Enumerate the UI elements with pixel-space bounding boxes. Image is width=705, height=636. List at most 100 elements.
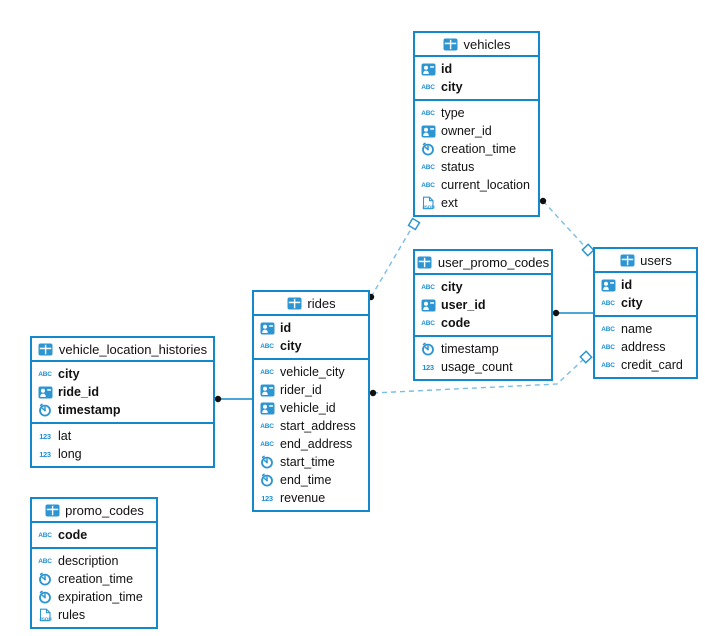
- table-header[interactable]: users: [595, 249, 696, 273]
- string-type-icon: ABC: [38, 557, 52, 565]
- table-header[interactable]: promo_codes: [32, 499, 156, 523]
- column-label: ride_id: [58, 385, 99, 399]
- column-label: code: [441, 316, 471, 330]
- relationship-line-user_promo_codes-to-users[interactable]: [552, 309, 593, 317]
- relationship-line-vehicle_location_histories-to-rides[interactable]: [214, 395, 252, 403]
- column-label: timestamp: [441, 342, 499, 356]
- column-label: id: [280, 321, 292, 335]
- timestamp-type-icon: [37, 590, 53, 604]
- column-label: current_location: [441, 178, 530, 192]
- column-row[interactable]: rider_id: [254, 381, 368, 399]
- column-label: lat: [58, 429, 72, 443]
- column-row[interactable]: timestamp: [32, 401, 213, 419]
- column-label: vehicle_city: [280, 365, 345, 379]
- cardinality-dot-marker: [552, 309, 560, 317]
- column-label: expiration_time: [58, 590, 143, 604]
- cardinality-square-marker: [581, 243, 595, 257]
- column-row[interactable]: creation_time: [32, 570, 156, 588]
- column-row[interactable]: id: [595, 276, 696, 294]
- column-row[interactable]: ABC vehicle_city: [254, 363, 368, 381]
- relationship-line-rides-to-users[interactable]: [369, 350, 593, 397]
- id-type-icon: [259, 383, 275, 397]
- relationship-line-rides-to-vehicles[interactable]: [367, 217, 421, 301]
- column-label: city: [621, 296, 643, 310]
- column-label: code: [58, 528, 88, 542]
- timestamp-type-icon: [259, 455, 275, 469]
- column-row[interactable]: id: [254, 319, 368, 337]
- timestamp-type-icon: [37, 572, 53, 586]
- column-label: city: [280, 339, 302, 353]
- column-row[interactable]: expiration_time: [32, 588, 156, 606]
- column-label: type: [441, 106, 465, 120]
- column-row[interactable]: user_id: [415, 296, 551, 314]
- table-title: rides: [307, 295, 336, 311]
- column-row[interactable]: ride_id: [32, 383, 213, 401]
- column-label: credit_card: [621, 358, 683, 372]
- table-title: vehicle_location_histories: [58, 341, 208, 357]
- column-row[interactable]: timestamp: [415, 340, 551, 358]
- string-type-icon: ABC: [260, 422, 274, 430]
- table-header[interactable]: user_promo_codes: [415, 251, 551, 275]
- column-label: long: [58, 447, 82, 461]
- column-row[interactable]: ABC type: [415, 104, 538, 122]
- column-label: ext: [441, 196, 458, 210]
- table-header[interactable]: vehicle_location_histories: [32, 338, 213, 362]
- string-type-icon: ABC: [421, 319, 435, 327]
- table-title: promo_codes: [65, 502, 144, 518]
- column-label: usage_count: [441, 360, 513, 374]
- table-header[interactable]: vehicles: [415, 33, 538, 57]
- column-row[interactable]: ABC start_address: [254, 417, 368, 435]
- table-header[interactable]: rides: [254, 292, 368, 316]
- table-icon: [44, 503, 60, 517]
- string-type-icon: ABC: [260, 368, 274, 376]
- cardinality-square-marker: [407, 217, 421, 231]
- table-title: users: [640, 252, 672, 268]
- table-title: vehicles: [463, 36, 511, 52]
- string-type-icon: ABC: [260, 440, 274, 448]
- column-row[interactable]: vehicle_id: [254, 399, 368, 417]
- string-type-icon: ABC: [421, 109, 435, 117]
- column-label: vehicle_id: [280, 401, 336, 415]
- column-row[interactable]: ABC code: [415, 314, 551, 332]
- column-label: start_address: [280, 419, 356, 433]
- column-row[interactable]: start_time: [254, 453, 368, 471]
- column-row[interactable]: creation_time: [415, 140, 538, 158]
- relationship-line-vehicles-to-users[interactable]: [539, 197, 595, 257]
- column-row[interactable]: owner_id: [415, 122, 538, 140]
- cardinality-dot-marker: [539, 197, 547, 205]
- column-row[interactable]: id: [415, 60, 538, 78]
- string-type-icon: ABC: [38, 370, 52, 378]
- id-type-icon: [420, 124, 436, 138]
- timestamp-type-icon: [420, 142, 436, 156]
- column-row[interactable]: end_time: [254, 471, 368, 489]
